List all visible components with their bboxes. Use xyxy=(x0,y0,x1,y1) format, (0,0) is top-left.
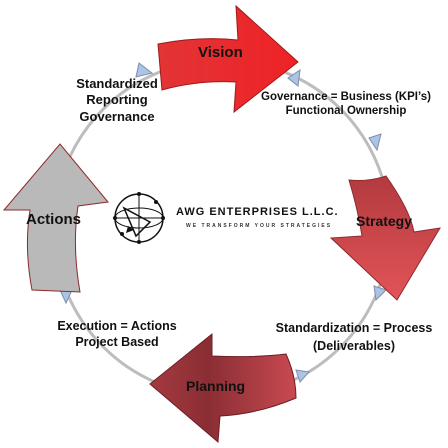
ring-marker-top-right xyxy=(287,68,301,87)
strategy-label: Strategy xyxy=(356,213,413,229)
standardized-reporting-label: Standardized Reporting Governance xyxy=(58,76,176,125)
standardization-label: Standardization = Process (Deliverables) xyxy=(262,319,446,355)
label-line: Reporting xyxy=(86,92,148,108)
ring-marker-lower-right xyxy=(373,285,387,302)
actions-arrow xyxy=(2,143,109,293)
label-line: Standardization = Process xyxy=(275,321,433,335)
label-line: Standardized xyxy=(76,76,158,91)
governance-label: Governance = Business (KPI’s) Functional… xyxy=(246,90,446,119)
label-line: (Deliverables) xyxy=(313,339,395,354)
ring-marker-top-left xyxy=(135,62,154,78)
label-line: Governance xyxy=(79,108,155,124)
planning-arrow xyxy=(149,332,297,444)
ring-marker-bottom-right xyxy=(295,369,310,383)
planning-label: Planning xyxy=(186,378,246,394)
vision-arrow xyxy=(157,4,299,114)
company-name: AWG ENTERPRISES L.L.C. xyxy=(176,206,339,218)
actions-label: Actions xyxy=(26,211,82,228)
label-line: Project Based xyxy=(75,334,159,349)
label-line: Execution = Actions xyxy=(57,319,177,333)
vision-label: Vision xyxy=(198,44,243,61)
label-line: Functional Ownership xyxy=(285,105,407,118)
strategy-arrow xyxy=(329,175,441,301)
logo-globe-icon xyxy=(113,192,165,244)
execution-label: Execution = Actions Project Based xyxy=(38,319,196,350)
company-tagline: WE TRANSFORM YOUR STRATEGIES xyxy=(186,223,333,229)
label-line: Governance = Business (KPI’s) xyxy=(261,91,431,103)
ring-marker-right xyxy=(368,133,382,152)
